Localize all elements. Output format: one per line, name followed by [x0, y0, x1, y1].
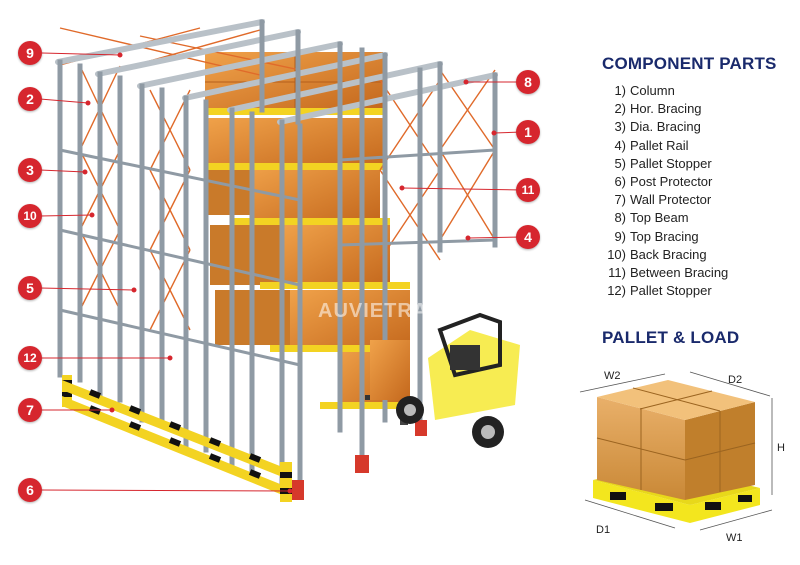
- watermark: AUVIETRACK: [318, 300, 460, 322]
- callout-badge-6: 6: [18, 478, 42, 502]
- callout-badge-9: 9: [18, 41, 42, 65]
- component-part-item: 9)Top Bracing: [614, 228, 699, 244]
- post-protectors: [290, 420, 427, 500]
- dimension-w1: W1: [726, 532, 743, 544]
- component-part-item: 6)Post Protector: [614, 173, 713, 189]
- leader-lines: [39, 52, 528, 494]
- top-bracing: [59, 27, 496, 331]
- callout-badge-1: 1: [516, 120, 540, 144]
- pallet-load-illustration: [579, 371, 773, 531]
- component-part-item: 1)Column: [614, 83, 675, 98]
- component-part-item: 4)Pallet Rail: [614, 137, 689, 153]
- component-part-item: 7)Wall Protector: [614, 192, 712, 208]
- callout-badge-2: 2: [18, 87, 42, 111]
- component-parts-list: 1)Column 2)Hor. Bracing 3)Dia. Bracing 4…: [604, 82, 728, 300]
- callout-badge-4: 4: [516, 225, 540, 249]
- callout-badge-5: 5: [18, 276, 42, 300]
- dimension-h: H: [777, 442, 785, 454]
- horizontal-bracing: [59, 148, 496, 367]
- dimension-d2: D2: [728, 374, 743, 386]
- component-parts-title: COMPONENT PARTS: [602, 54, 777, 73]
- callout-badge-3: 3: [18, 158, 42, 182]
- callout-badge-10: 10: [18, 204, 42, 228]
- component-part-item: 10)Back Bracing: [607, 246, 707, 262]
- component-part-item: 5)Pallet Stopper: [614, 155, 712, 171]
- callout-badge-12: 12: [18, 346, 42, 370]
- wall-protector: [62, 375, 292, 502]
- component-part-item: 12)Pallet Stopper: [607, 283, 712, 299]
- rack-structure: [55, 19, 498, 502]
- callout-badge-8: 8: [516, 70, 540, 94]
- component-part-item: 8)Top Beam: [614, 210, 689, 226]
- component-part-item: 2)Hor. Bracing: [614, 101, 702, 117]
- callout-badge-11: 11: [516, 178, 540, 202]
- forklift: [365, 312, 520, 448]
- pallet-load-title: PALLET & LOAD: [602, 328, 740, 347]
- component-part-item: 3)Dia. Bracing: [614, 119, 701, 135]
- callout-badge-7: 7: [18, 398, 42, 422]
- dimension-w2: W2: [604, 370, 621, 382]
- columns: [57, 19, 498, 498]
- component-part-item: 11)Between Bracing: [608, 264, 729, 280]
- dimension-d1: D1: [596, 524, 611, 536]
